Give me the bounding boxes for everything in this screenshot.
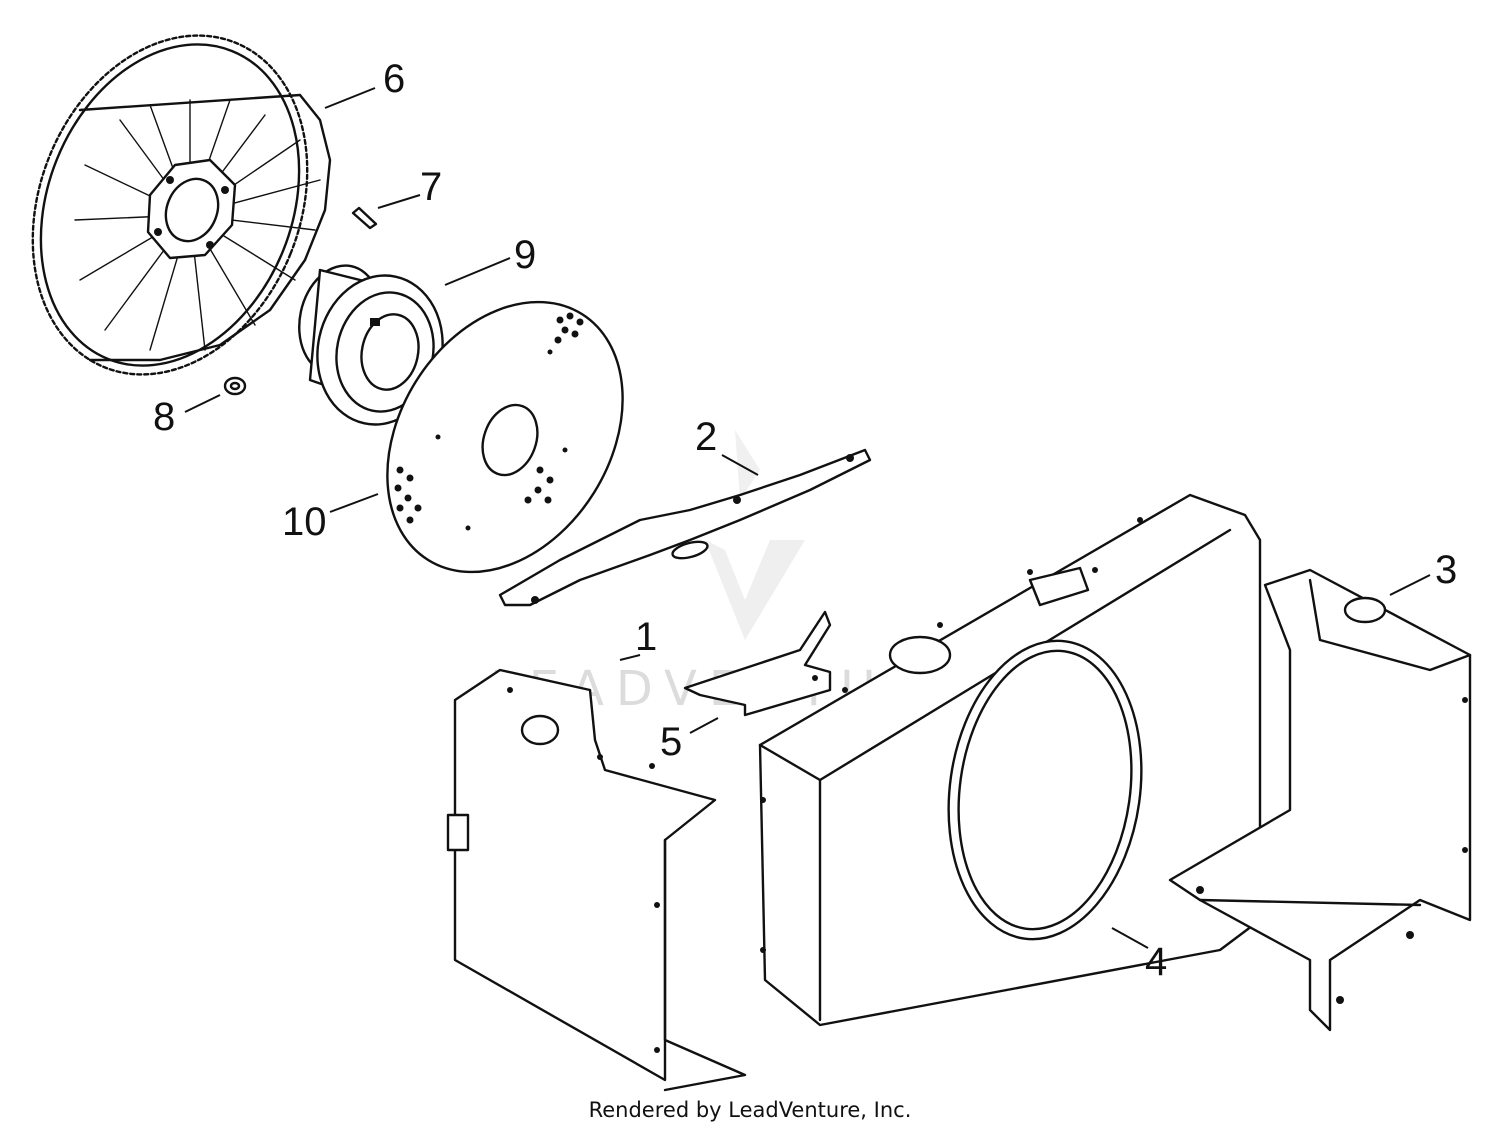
leader-lines (184, 87, 1431, 949)
callout-7: 7 (420, 165, 442, 209)
part-9-pulley (298, 264, 444, 426)
part-4-housing (758, 493, 1262, 1027)
callout-5: 5 (660, 720, 682, 764)
callout-4: 4 (1145, 940, 1167, 984)
part-1-shroud (446, 668, 747, 1092)
footer-credit: Rendered by LeadVenture, Inc. (588, 1098, 912, 1122)
callout-2: 2 (695, 415, 717, 459)
callout-8: 8 (153, 395, 175, 439)
callout-9: 9 (514, 233, 536, 277)
part-7-key (351, 206, 378, 230)
part-5-plate (683, 610, 832, 717)
callout-3: 3 (1435, 548, 1457, 592)
part-2-bracket (498, 448, 872, 607)
watermark-logo (705, 430, 805, 640)
callout-6: 6 (383, 57, 405, 101)
callout-10: 10 (282, 500, 327, 544)
part-3-shroud (1168, 568, 1472, 1032)
part-8-washer (223, 376, 247, 396)
part-10-disc (386, 300, 624, 574)
part-6-flywheel (31, 34, 332, 376)
callout-1: 1 (635, 615, 657, 659)
